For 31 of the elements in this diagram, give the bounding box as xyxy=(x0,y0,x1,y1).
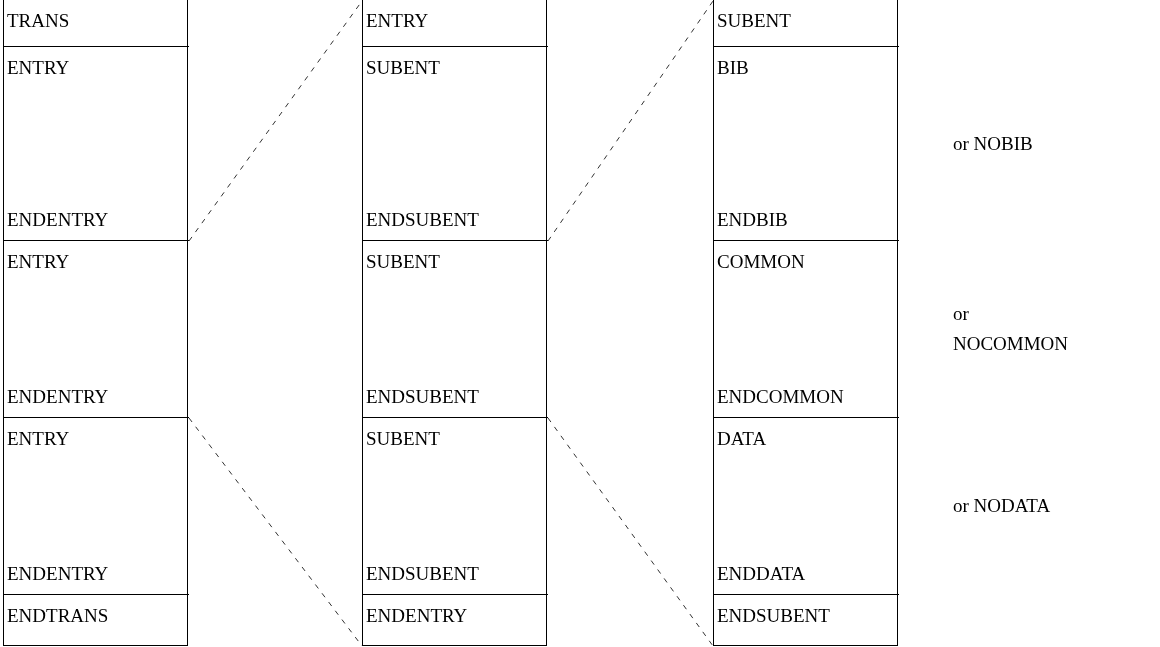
record-label: SUBENT xyxy=(366,252,440,271)
record-label: ENTRY xyxy=(7,252,70,271)
record-label: ENDTRANS xyxy=(7,606,109,625)
record-column xyxy=(3,0,188,646)
record-label: BIB xyxy=(717,58,749,77)
side-note: or NOCOMMON xyxy=(953,302,1068,356)
record-label: ENTRY xyxy=(366,11,429,30)
dashed-connector xyxy=(547,417,714,647)
record-label: ENTRY xyxy=(7,58,70,77)
record-label: ENDSUBENT xyxy=(366,210,479,229)
record-label: ENDSUBENT xyxy=(366,564,479,583)
record-label: COMMON xyxy=(717,252,805,271)
record-label: ENTRY xyxy=(7,429,70,448)
record-label: ENDENTRY xyxy=(7,210,109,229)
record-label: ENDDATA xyxy=(717,564,806,583)
record-label: TRANS xyxy=(7,11,70,30)
record-label: DATA xyxy=(717,429,767,448)
record-label: ENDSUBENT xyxy=(717,606,830,625)
record-label: ENDENTRY xyxy=(7,564,109,583)
record-label: ENDBIB xyxy=(717,210,788,229)
record-label: ENDSUBENT xyxy=(366,387,479,406)
record-column xyxy=(362,0,547,646)
record-label: ENDCOMMON xyxy=(717,387,844,406)
record-label: ENDENTRY xyxy=(366,606,468,625)
record-label: SUBENT xyxy=(366,58,440,77)
record-label: ENDENTRY xyxy=(7,387,109,406)
side-note: or NODATA xyxy=(953,494,1052,518)
dashed-connector xyxy=(547,0,714,242)
side-note: or NOBIB xyxy=(953,131,1034,156)
record-label: SUBENT xyxy=(366,429,440,448)
record-label: SUBENT xyxy=(717,11,791,30)
